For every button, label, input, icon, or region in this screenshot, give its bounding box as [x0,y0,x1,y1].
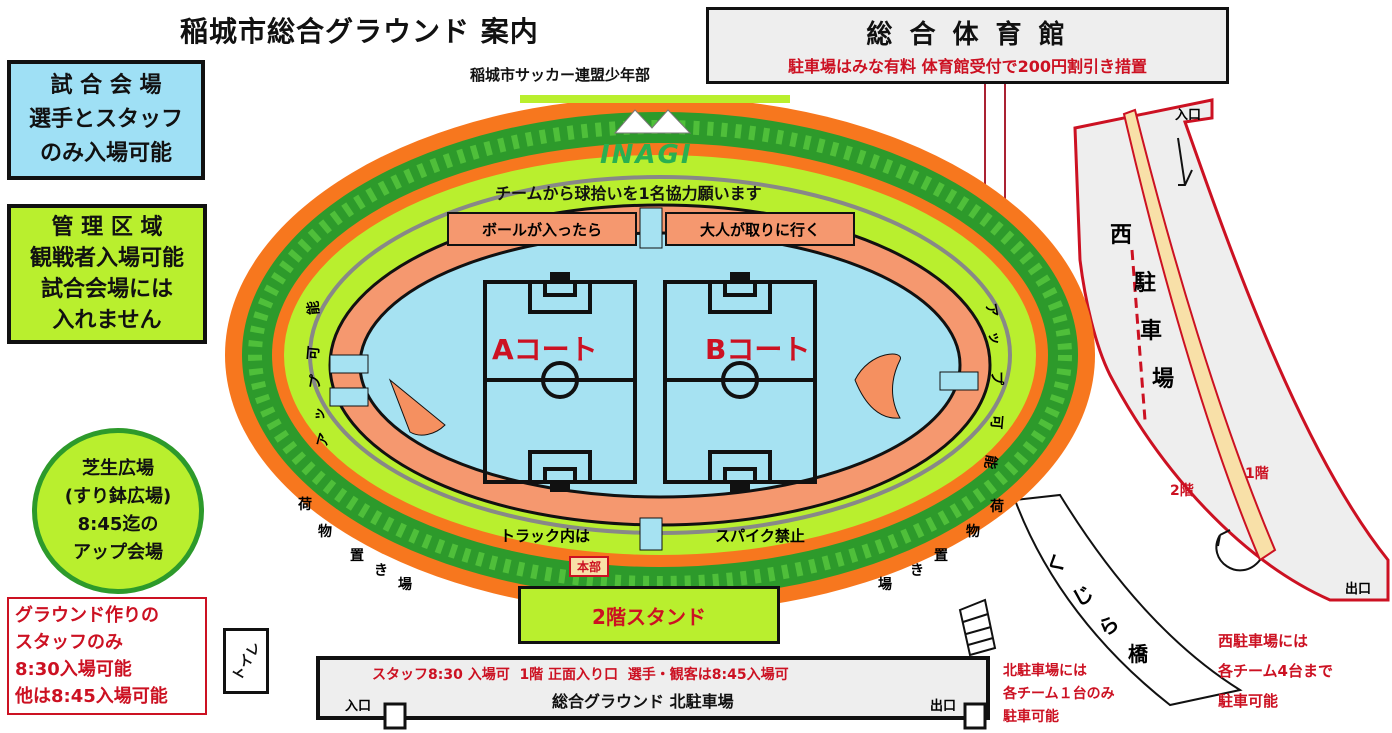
bridge-char: 橋 [1128,642,1148,666]
staff-notice: グラウンド作りの スタッフのみ 8:30入場可能 他は8:45入場可能 [7,597,207,715]
luggage-left-char: き [374,563,388,579]
west-parking-limit-line2: 各チーム4台まで [1218,662,1333,680]
ball-notice-right-text: 大人が取りに行く [699,220,820,239]
luggage-right-char: 荷 [990,499,1004,515]
north-parking-limit: 北駐車場には 各チーム１台のみ 駐車可能 [1003,660,1115,729]
staff-notice-line2: スタッフのみ [15,632,123,653]
north-parking-name: 総合グラウンド 北駐車場 [552,692,734,711]
second-floor-stand: 2階スタンド [518,586,780,644]
north-parking-exit-gate [963,702,987,730]
west-parking-name-char: 車 [1140,319,1163,344]
legend-managed-area-line1: 管 理 区 域 [51,215,163,240]
court-a-label: Aコート [492,333,598,366]
west-parking-exit: 出口 [1345,582,1372,597]
west-parking-name: 西 駐 車 場 [1110,212,1174,404]
legend-lawn-plaza-line1: 芝生広場 [82,458,154,479]
luggage-right-char: き [910,563,924,579]
entry-arrow-icon [1177,137,1193,186]
track-notice-right: スパイク禁止 [665,518,855,552]
north-parking-limit-line1: 北駐車場には [1003,663,1087,679]
inagi-logo: INAGI [600,140,693,170]
luggage-right-char: 場 [878,577,892,593]
luggage-right-char: 置 [934,548,948,564]
track-notice-right-text: スパイク禁止 [715,526,805,545]
legend-match-venue-line2: 選手とスタッフ [28,107,183,132]
gym-name: 総 合 体 育 館 [866,20,1069,50]
north-parking-entrance: 入口 [345,699,372,714]
staff-notice-line4: 他は8:45入場可能 [15,686,168,707]
north-parking-building [316,656,990,720]
stairs-icon [958,598,997,657]
ball-notice-right: 大人が取りに行く [665,212,855,246]
track-gate-bottom [639,517,663,551]
toilet-label: トイレ [229,639,265,684]
west-parking-limit-line1: 西駐車場には [1218,632,1309,650]
west-parking-name-char: 西 [1110,223,1133,248]
gym-note: 駐車場はみな有料 体育館受付で200円割引き措置 [788,57,1147,76]
track-notice-left-text: トラック内は [499,526,590,545]
luggage-right-char: 物 [966,524,980,540]
legend-managed-area-line4: 入れません [52,308,162,333]
kujira-bridge [1013,493,1243,707]
gym-box: 総 合 体 育 館 駐車場はみな有料 体育館受付で200円割引き措置 [706,7,1229,84]
court-a [483,272,637,492]
west-parking-limit-line3: 駐車可能 [1218,692,1279,710]
legend-managed-area-line3: 試合会場には [40,277,173,302]
north-parking-entrance-gate [383,702,407,730]
legend-match-venue-line1: 試 合 会 場 [50,73,162,98]
throwing-sector-left [388,378,446,436]
legend-match-venue: 試 合 会 場 選手とスタッフ のみ入場可能 [7,60,205,180]
west-parking-floor2: 2階 [1170,483,1194,499]
court-b [663,272,817,492]
staff-notice-line1: グラウンド作りの [15,605,159,626]
warmup-right-char: 可 [987,414,1005,430]
track-gate-right [939,371,979,391]
court-b-label: Bコート [705,333,811,366]
track-notice-left: トラック内は [450,518,640,552]
mountain-logo-icon [613,109,692,134]
north-parking-limit-line3: 駐車可能 [1003,709,1059,725]
legend-lawn-plaza: 芝生広場 (すり鉢広場) 8:45迄の アップ会場 [32,428,204,594]
track-gate-top [639,207,663,249]
legend-lawn-plaza-line3: 8:45迄の [77,514,159,535]
west-parking-name-char: 駐 [1134,271,1157,296]
legend-lawn-plaza-line4: アップ会場 [73,542,163,563]
track-gate-left [329,354,369,374]
tree-pattern [248,120,1072,590]
legend-managed-area: 管 理 区 域 観戦者入場可能 試合会場には 入れません [7,204,207,344]
north-parking-notice: スタッフ8:30 入場可 1階 正面入り口 選手・観客は8:45入場可 [372,667,789,683]
warmup-right-char: ッ [985,330,1003,346]
legend-match-venue-line3: のみ入場可能 [39,141,172,166]
luggage-left-char: 物 [318,524,332,540]
stand-label: 2階スタンド [592,604,706,629]
west-parking-floor1: 1階 [1245,466,1269,482]
warmup-left-char: 能 [305,300,323,316]
ball-notice-left: ボールが入ったら [447,212,637,246]
uturn-arrow-icon [1215,529,1261,572]
west-parking-limit: 西駐車場には 各チーム4台まで 駐車可能 [1218,626,1333,716]
west-parking-name-char: 場 [1152,367,1175,392]
west-parking-entrance: 入口 [1175,108,1202,123]
north-parking-exit: 出口 [930,699,957,714]
throwing-sector-right [854,353,901,419]
legend-lawn-plaza-line2: (すり鉢広場) [64,486,172,507]
toilet: トイレ [223,628,269,694]
parking-divider [1130,249,1147,421]
warmup-left-char: 可 [305,345,323,361]
page-title: 稲城市総合グラウンド 案内 [180,15,539,48]
top-banner-strip [520,95,790,103]
luggage-left-char: 荷 [298,497,312,513]
track-gate-left-2 [329,387,369,407]
north-parking-limit-line2: 各チーム１台のみ [1003,686,1115,702]
luggage-left-char: 場 [398,577,412,593]
organizer-label: 稲城市サッカー連盟少年部 [470,66,651,84]
luggage-left-char: 置 [350,548,364,564]
staff-notice-line3: 8:30入場可能 [15,659,132,680]
warmup-right-char: プ [988,371,1004,385]
ball-request-banner: チームから球拾いを1名協力願います [495,184,762,203]
legend-managed-area-line2: 観戦者入場可能 [29,246,184,271]
ball-notice-left-text: ボールが入ったら [481,220,602,239]
hq-badge: 本部 [569,556,610,577]
